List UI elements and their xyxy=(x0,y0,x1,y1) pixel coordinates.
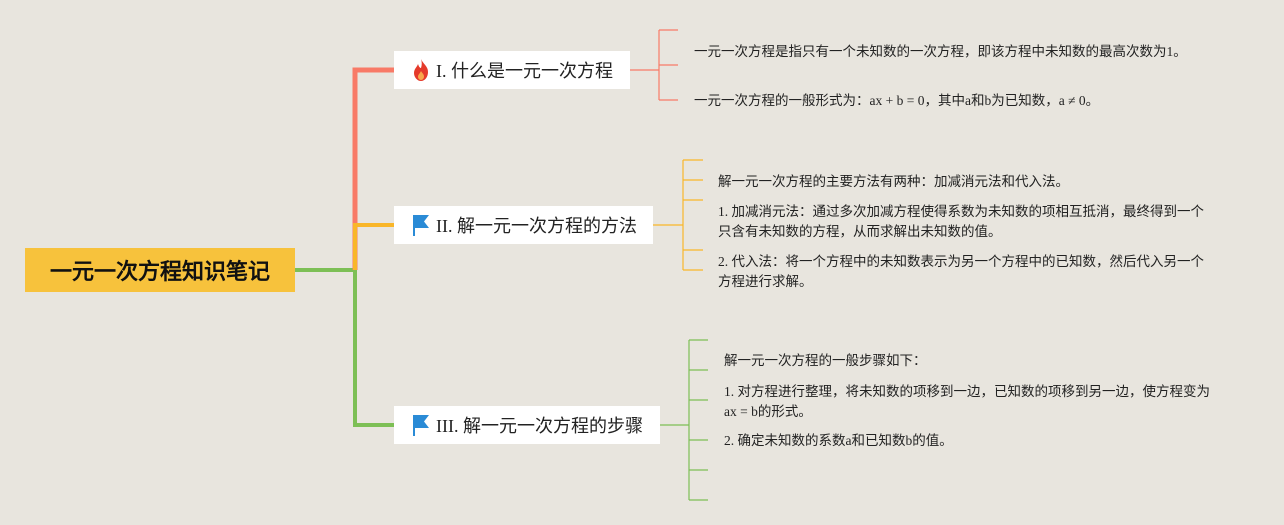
flag-icon xyxy=(413,215,429,236)
connector-branch-3 xyxy=(353,270,394,427)
leaf-2-3: 2. 代入法：将一个方程中的未知数表示为另一个方程中的已知数，然后代入另一个方程… xyxy=(718,254,1204,289)
branch-topic-1[interactable]: I. 什么是一元一次方程 xyxy=(394,51,630,89)
leaf-bracket-1 xyxy=(630,29,678,101)
leaf-3-3: 2. 确定未知数的系数a和已知数b的值。 xyxy=(724,433,953,448)
branch-topic-2[interactable]: II. 解一元一次方程的方法 xyxy=(394,206,653,244)
root-title: 一元一次方程知识笔记 xyxy=(49,260,270,285)
branch-label-2: II. 解一元一次方程的方法 xyxy=(436,216,637,236)
leaf-2-1: 解一元一次方程的主要方法有两种：加减消元法和代入法。 xyxy=(718,174,1069,189)
leaf-bracket-3 xyxy=(660,339,708,501)
leaf-bracket-2 xyxy=(653,159,703,271)
leaf-2-2: 1. 加减消元法：通过多次加减方程使得系数为未知数的项相互抵消，最终得到一个只含… xyxy=(718,204,1204,239)
branch-topic-3[interactable]: III. 解一元一次方程的步骤 xyxy=(394,406,660,444)
leaf-3-1: 解一元一次方程的一般步骤如下： xyxy=(724,353,927,368)
root-topic[interactable]: 一元一次方程知识笔记 xyxy=(25,248,295,292)
branch-label-1: I. 什么是一元一次方程 xyxy=(436,61,613,81)
branch-label-3: III. 解一元一次方程的步骤 xyxy=(436,416,643,436)
leaf-1-2: 一元一次方程的一般形式为：ax + b = 0，其中a和b为已知数，a ≠ 0。 xyxy=(694,93,1100,108)
flag-icon xyxy=(413,415,429,436)
leaf-1-1: 一元一次方程是指只有一个未知数的一次方程，即该方程中未知数的最高次数为1。 xyxy=(694,44,1187,59)
fire-icon xyxy=(414,59,428,81)
connector-branch-2 xyxy=(353,223,394,270)
connector-branch-1 xyxy=(352,67,394,270)
leaf-3-2: 1. 对方程进行整理，将未知数的项移到一边，已知数的项移到另一边，使方程变为ax… xyxy=(724,384,1210,419)
